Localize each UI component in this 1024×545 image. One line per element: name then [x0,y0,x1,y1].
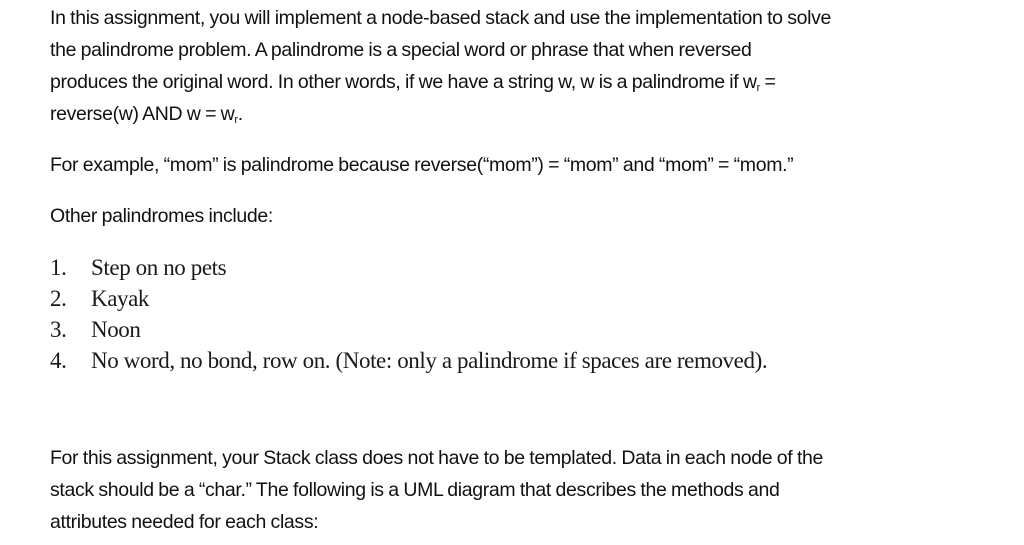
intro-line-4-text: reverse(w) AND w = w [50,103,235,125]
subscript-r: r [756,82,761,94]
stack-line-1: For this assignment, your Stack class do… [50,447,823,469]
intro-line-3-text: produces the original word. In other wor… [50,71,757,93]
list-item-text: No word, no bond, row on. (Note: only a … [91,348,768,373]
list-item-number: 3. [50,317,67,342]
list-item: 4. No word, no bond, row on. (Note: only… [50,345,768,376]
intro-paragraph: In this assignment, you will implement a… [50,2,1010,130]
subscript-r: r [234,114,238,126]
list-item: 3. Noon [50,314,767,345]
list-item: 1. Step on no pets [50,252,767,283]
list-item-text: Step on no pets [91,255,227,280]
list-item-text: Noon [91,317,141,342]
intro-line-4-suffix: . [237,103,243,125]
list-item-number: 2. [50,286,67,311]
list-item: 2. Kayak [50,283,767,314]
intro-line-3: produces the original word. In other wor… [50,66,1010,98]
example-paragraph: For example, “mom” is palindrome because… [50,154,794,176]
stack-line-3: attributes needed for each class: [50,511,319,533]
stack-paragraph: For this assignment, your Stack class do… [50,442,1010,538]
list-item-text: Kayak [91,286,150,311]
intro-line-1: In this assignment, you will implement a… [50,7,831,29]
intro-line-3-suffix: = [759,71,776,93]
list-item-number: 1. [50,255,67,280]
intro-line-4: reverse(w) AND w = wr. [50,98,1010,130]
list-item-number: 4. [50,348,67,373]
stack-line-2: stack should be a “char.” The following … [50,479,780,501]
intro-line-2: the palindrome problem. A palindrome is … [50,39,752,61]
palindrome-list: 1. Step on no pets 2. Kayak 3. Noon 4. N… [50,252,768,376]
list-intro: Other palindromes include: [50,205,273,227]
